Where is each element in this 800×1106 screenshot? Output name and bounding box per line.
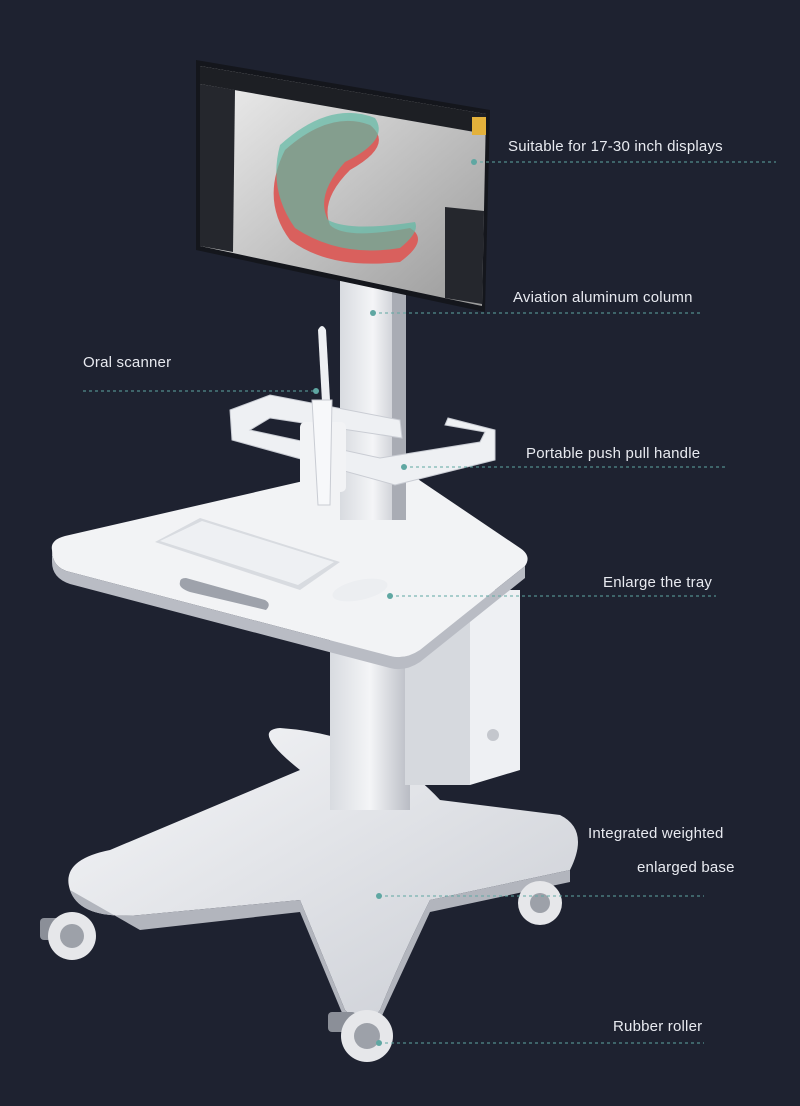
- caster-wheel-left: [40, 912, 96, 960]
- oral-scanner: [300, 326, 346, 506]
- caster-wheel-right: [518, 881, 562, 925]
- label-roller: Rubber roller: [613, 1018, 703, 1035]
- push-pull-handle: [229, 394, 496, 486]
- label-base-line1: Integrated weighted: [588, 825, 724, 842]
- leader-dots: [313, 159, 477, 1046]
- weighted-base: [68, 728, 578, 1030]
- label-display: Suitable for 17-30 inch displays: [508, 138, 723, 155]
- mouse: [332, 578, 388, 602]
- monitor: [196, 60, 490, 312]
- caster-wheel-front: [328, 1010, 393, 1062]
- keyboard: [155, 518, 340, 590]
- dental-arch-model: [273, 112, 418, 264]
- label-scanner: Oral scanner: [83, 354, 172, 371]
- label-tray: Enlarge the tray: [603, 574, 713, 591]
- label-handle: Portable push pull handle: [526, 445, 701, 462]
- leader-lines: [83, 161, 776, 1044]
- label-base-line2: enlarged base: [637, 859, 735, 876]
- label-column: Aviation aluminum column: [513, 289, 693, 306]
